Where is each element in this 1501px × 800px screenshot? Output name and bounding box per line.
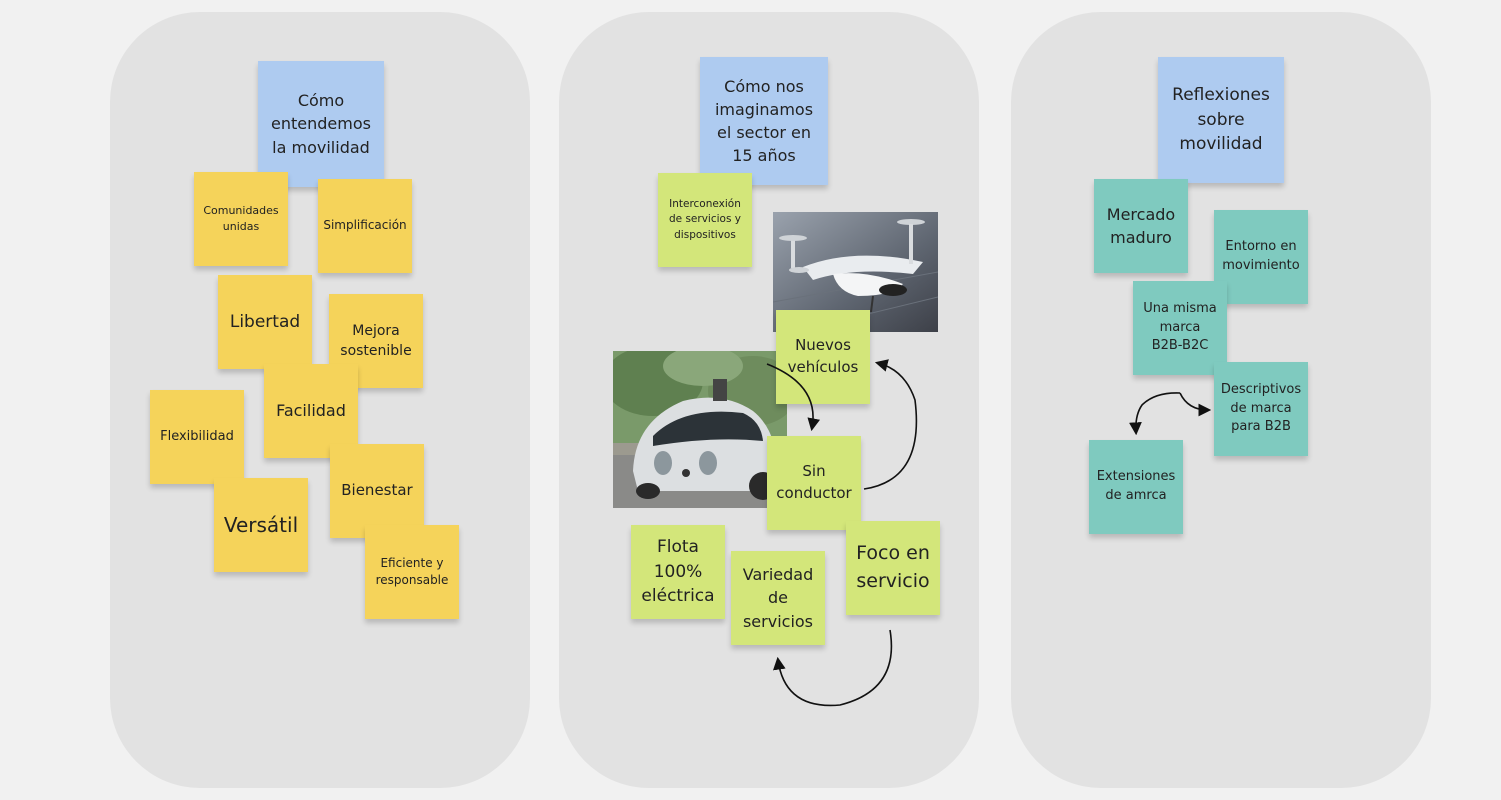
sticky-note[interactable]: Eficiente y responsable: [365, 525, 459, 619]
sticky-note[interactable]: Interconexión de servicios y dispositivo…: [658, 173, 752, 267]
arrow-marca-to-extensiones: [1129, 392, 1181, 436]
sticky-note[interactable]: Mercado maduro: [1094, 179, 1188, 273]
arrow-marca-to-descriptivos: [1179, 392, 1212, 417]
sticky-note[interactable]: Extensiones de amrca: [1089, 440, 1183, 534]
sticky-note[interactable]: Nuevos vehículos: [776, 310, 870, 404]
sticky-note[interactable]: Flexibilidad: [150, 390, 244, 484]
sticky-note[interactable]: Libertad: [218, 275, 312, 369]
arrow-sin-to-nuevos: [863, 359, 918, 490]
sticky-note[interactable]: Una misma marca B2B-B2C: [1133, 281, 1227, 375]
sticky-note[interactable]: Variedad de servicios: [731, 551, 825, 645]
sticky-note[interactable]: Foco en servicio: [846, 521, 940, 615]
sticky-note[interactable]: Bienestar: [330, 444, 424, 538]
sticky-note[interactable]: Flota 100% eléctrica: [631, 525, 725, 619]
sticky-note[interactable]: Sin conductor: [767, 436, 861, 530]
self-driving-car-photo[interactable]: [613, 351, 787, 508]
arrow-foco-to-variedad: [772, 629, 893, 707]
arrow-nuevos-to-sin: [766, 363, 821, 432]
sticky-note[interactable]: Entorno en movimiento: [1214, 210, 1308, 304]
sticky-note[interactable]: Mejora sostenible: [329, 294, 423, 388]
header-note-middle[interactable]: Cómo nos imaginamos el sector en 15 años: [700, 57, 828, 185]
header-note-right[interactable]: Reflexiones sobre movilidad: [1158, 57, 1284, 183]
sticky-note[interactable]: Comunidades unidas: [194, 172, 288, 266]
sticky-note[interactable]: Versátil: [214, 478, 308, 572]
sticky-note[interactable]: Descriptivos de marca para B2B: [1214, 362, 1308, 456]
sticky-note[interactable]: Simplificación: [318, 179, 412, 273]
header-note-left[interactable]: Cómo entendemos la movilidad: [258, 61, 384, 187]
sticky-note[interactable]: Facilidad: [264, 364, 358, 458]
